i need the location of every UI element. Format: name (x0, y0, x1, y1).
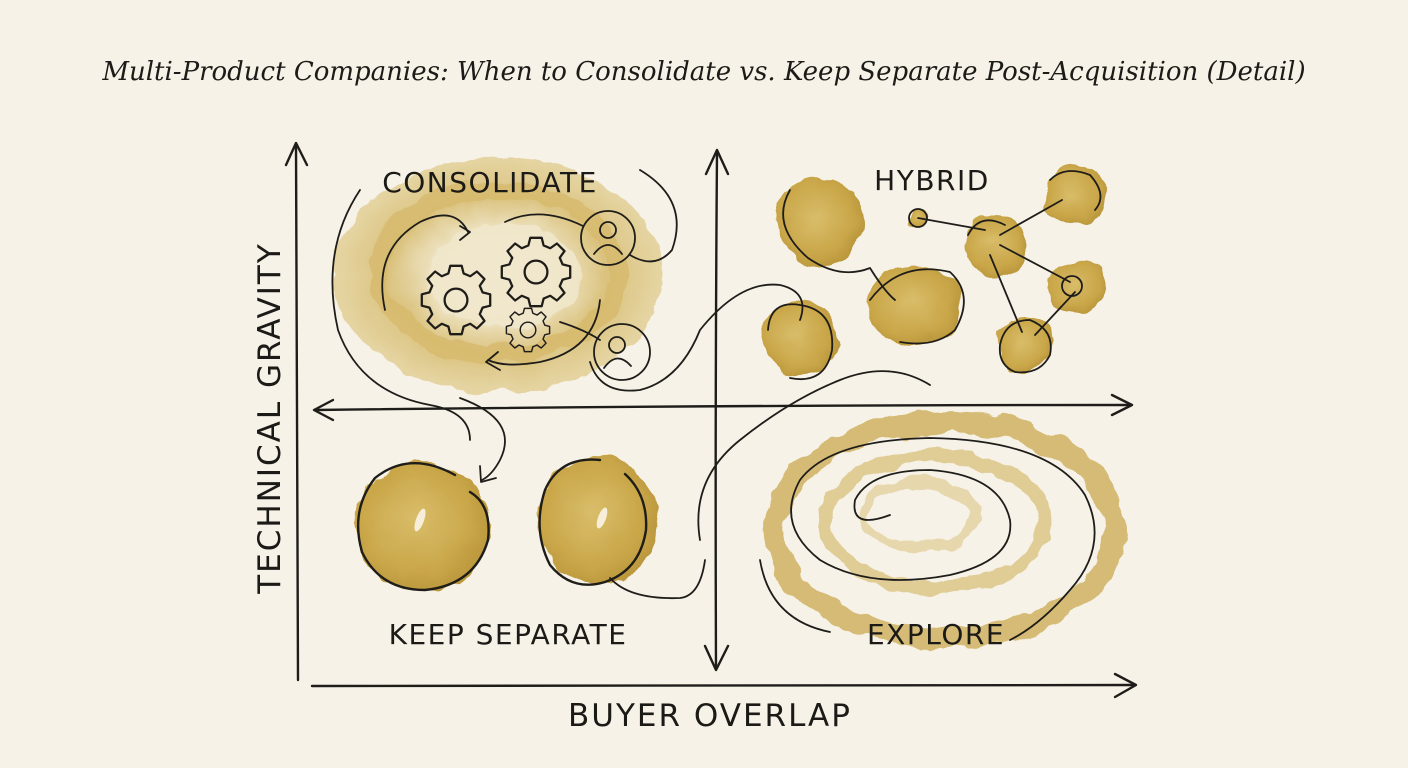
highlight (596, 507, 608, 529)
hybrid-ink (589, 170, 1102, 392)
highlight (414, 508, 426, 532)
explore-spiral-wash (764, 411, 1126, 649)
quadrant-label-hybrid: HYBRID (874, 164, 990, 197)
quadrant-label-explore: EXPLORE (867, 618, 1005, 651)
gear-icon (420, 264, 492, 336)
gear-icon (500, 236, 572, 308)
quadrant-label-keep-separate: KEEP SEPARATE (389, 618, 628, 651)
y-axis (284, 141, 309, 682)
x-axis-label: BUYER OVERLAP (568, 698, 852, 734)
hybrid-blobs (762, 166, 1105, 376)
person-icon (593, 323, 651, 381)
gear-icon (505, 307, 551, 353)
spiral-icon (697, 370, 1096, 641)
quadrant-divider-vertical (703, 148, 730, 672)
consolidate-ink (331, 169, 678, 483)
keep-separate-blobs (354, 456, 658, 590)
y-axis-label: TECHNICAL GRAVITY (252, 242, 288, 595)
keep-separate-ink (356, 458, 706, 600)
page-title: Multi-Product Companies: When to Consoli… (101, 57, 1305, 87)
connector-line (559, 321, 601, 341)
quadrant-label-consolidate: CONSOLIDATE (382, 166, 598, 199)
quadrant-divider-horizontal (312, 393, 1134, 422)
person-icon (580, 210, 636, 266)
x-axis (310, 672, 1138, 699)
